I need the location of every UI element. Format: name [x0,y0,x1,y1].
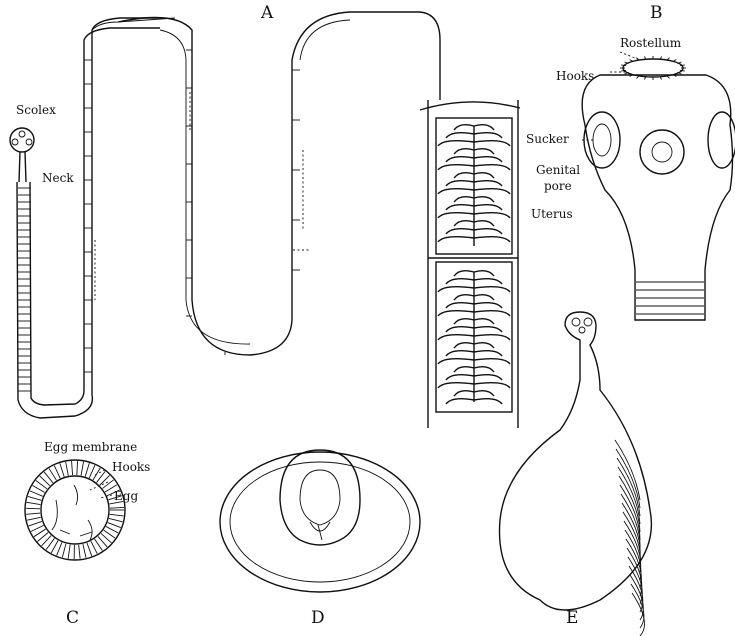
mature-proglottids [420,100,520,428]
label-egg: Egg [114,490,138,502]
panel-b-scolex-enlarged [582,52,735,320]
bladder-shading [615,440,645,636]
strobila-loop-1 [118,12,440,355]
label-genital-pore-1: Genital [536,164,580,176]
panel-d-larva [220,450,420,592]
scolex-head [10,128,34,152]
strobila-loop-rings [186,50,300,316]
label-rostellum: Rostellum [620,37,681,49]
panel-label-b: B [650,5,663,22]
label-egg-hooks: Hooks [112,461,150,473]
label-scolex: Scolex [16,104,56,116]
panel-c-egg [25,460,125,560]
label-sucker: Sucker [526,133,569,145]
panel-label-c: C [66,610,79,627]
panel-label-a: A [261,5,273,22]
uterus-branches-lower [438,271,510,404]
label-hooks: Hooks [556,70,594,82]
label-neck: Neck [42,172,74,184]
panel-e-bladder-worm [500,312,652,636]
neck-rings [636,282,704,314]
uterus-branches-upper [438,125,510,246]
panel-a-tapeworm [10,12,520,428]
label-egg-membrane: Egg membrane [44,441,137,453]
label-uterus: Uterus [531,208,573,220]
panel-label-e: E [566,610,578,627]
panel-label-d: D [311,610,325,627]
label-genital-pore-2: pore [544,180,572,192]
strobila-narrow [17,18,160,418]
